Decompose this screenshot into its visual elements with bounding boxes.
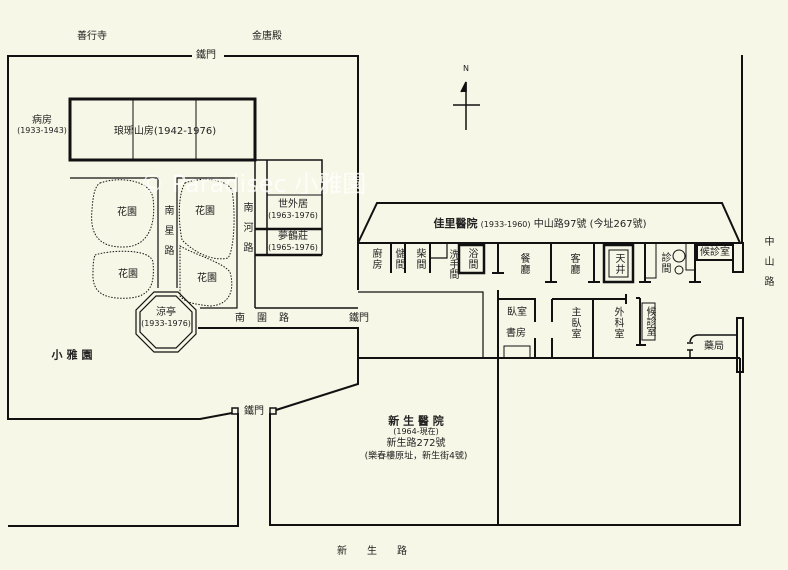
label-xiaoya: 小雅園 [51,348,97,362]
room-dining: 餐廳 [518,253,529,275]
room-study: 書房 [506,328,526,339]
label-menghe-years: (1965-1976) [268,243,318,252]
label-gate-bottom: 鐵門 [244,406,264,417]
label-menghe: 夢鶴莊 [278,231,308,242]
label-garden: 花園 [195,206,215,217]
label-xinsheng-years: (1964-現在) [393,427,439,436]
room-living: 客廳 [568,253,579,275]
label-xinsheng-address: 新生路272號 [386,438,446,449]
label-north: N [463,64,469,73]
label-temple-left: 善行寺 [77,31,107,42]
label-gate-top: 鐵門 [196,50,216,61]
room-storage: 儲間 [393,248,404,270]
label-jiali: 佳里醫院 [433,217,478,230]
room-master-bedroom: 主臥室 [569,306,580,340]
label-langya: 琅琊山房(1942-1976) [113,126,217,137]
label-jiali-years: (1933-1960) [480,220,531,229]
room-surgery: 外科室 [612,306,623,340]
label-nanhe-road: 南河路 [241,202,252,262]
watermark: © Paradisec 小雅園 [140,170,367,198]
label-ward-years: (1933-1943) [17,126,67,135]
north-arrow [453,81,480,130]
room-washroom: 洗手間 [447,249,458,279]
room-bedroom: 臥室 [507,307,527,318]
room-kitchen: 廚房 [370,248,381,270]
label-garden: 花園 [118,269,138,280]
label-nanwei-road: 南圍路 [235,313,301,324]
room-firewood: 柴間 [414,248,425,270]
label-gate-south: 鐵門 [349,313,369,324]
label-shiwai-years: (1963-1976) [268,211,318,220]
label-shiwai: 世外居 [278,199,308,210]
label-garden: 花園 [117,207,137,218]
room-clinic: 診間 [659,252,670,274]
label-nanxing-road: 南星路 [162,205,173,265]
label-xinsheng-note: (樂春樓原址，新生街4號) [364,451,468,462]
label-jiali-address: 中山路97號 (今址267號) [533,219,647,230]
label-ward: 病房 [32,115,52,126]
room-bath: 浴間 [466,248,477,270]
label-zhongshan-road: 中山路 [762,236,773,296]
room-waiting-inner: 候診室 [644,306,655,336]
label-temple-right: 金唐殿 [252,31,282,42]
label-garden: 花園 [197,273,217,284]
room-courtyard: 天井 [613,253,624,275]
label-xinsheng-road: 新生路 [337,546,427,557]
label-xinsheng-hospital: 新 生 醫 院 [388,414,444,428]
room-waiting-front: 候診室 [700,247,730,258]
room-pharmacy: 藥局 [704,341,724,352]
jiali-hospital-title: 佳里醫院 (1933-1960) 中山路97號 (今址267號) [433,218,646,230]
label-pavilion: 涼亭 [156,307,176,318]
label-pavilion-years: (1933-1976) [141,319,191,328]
